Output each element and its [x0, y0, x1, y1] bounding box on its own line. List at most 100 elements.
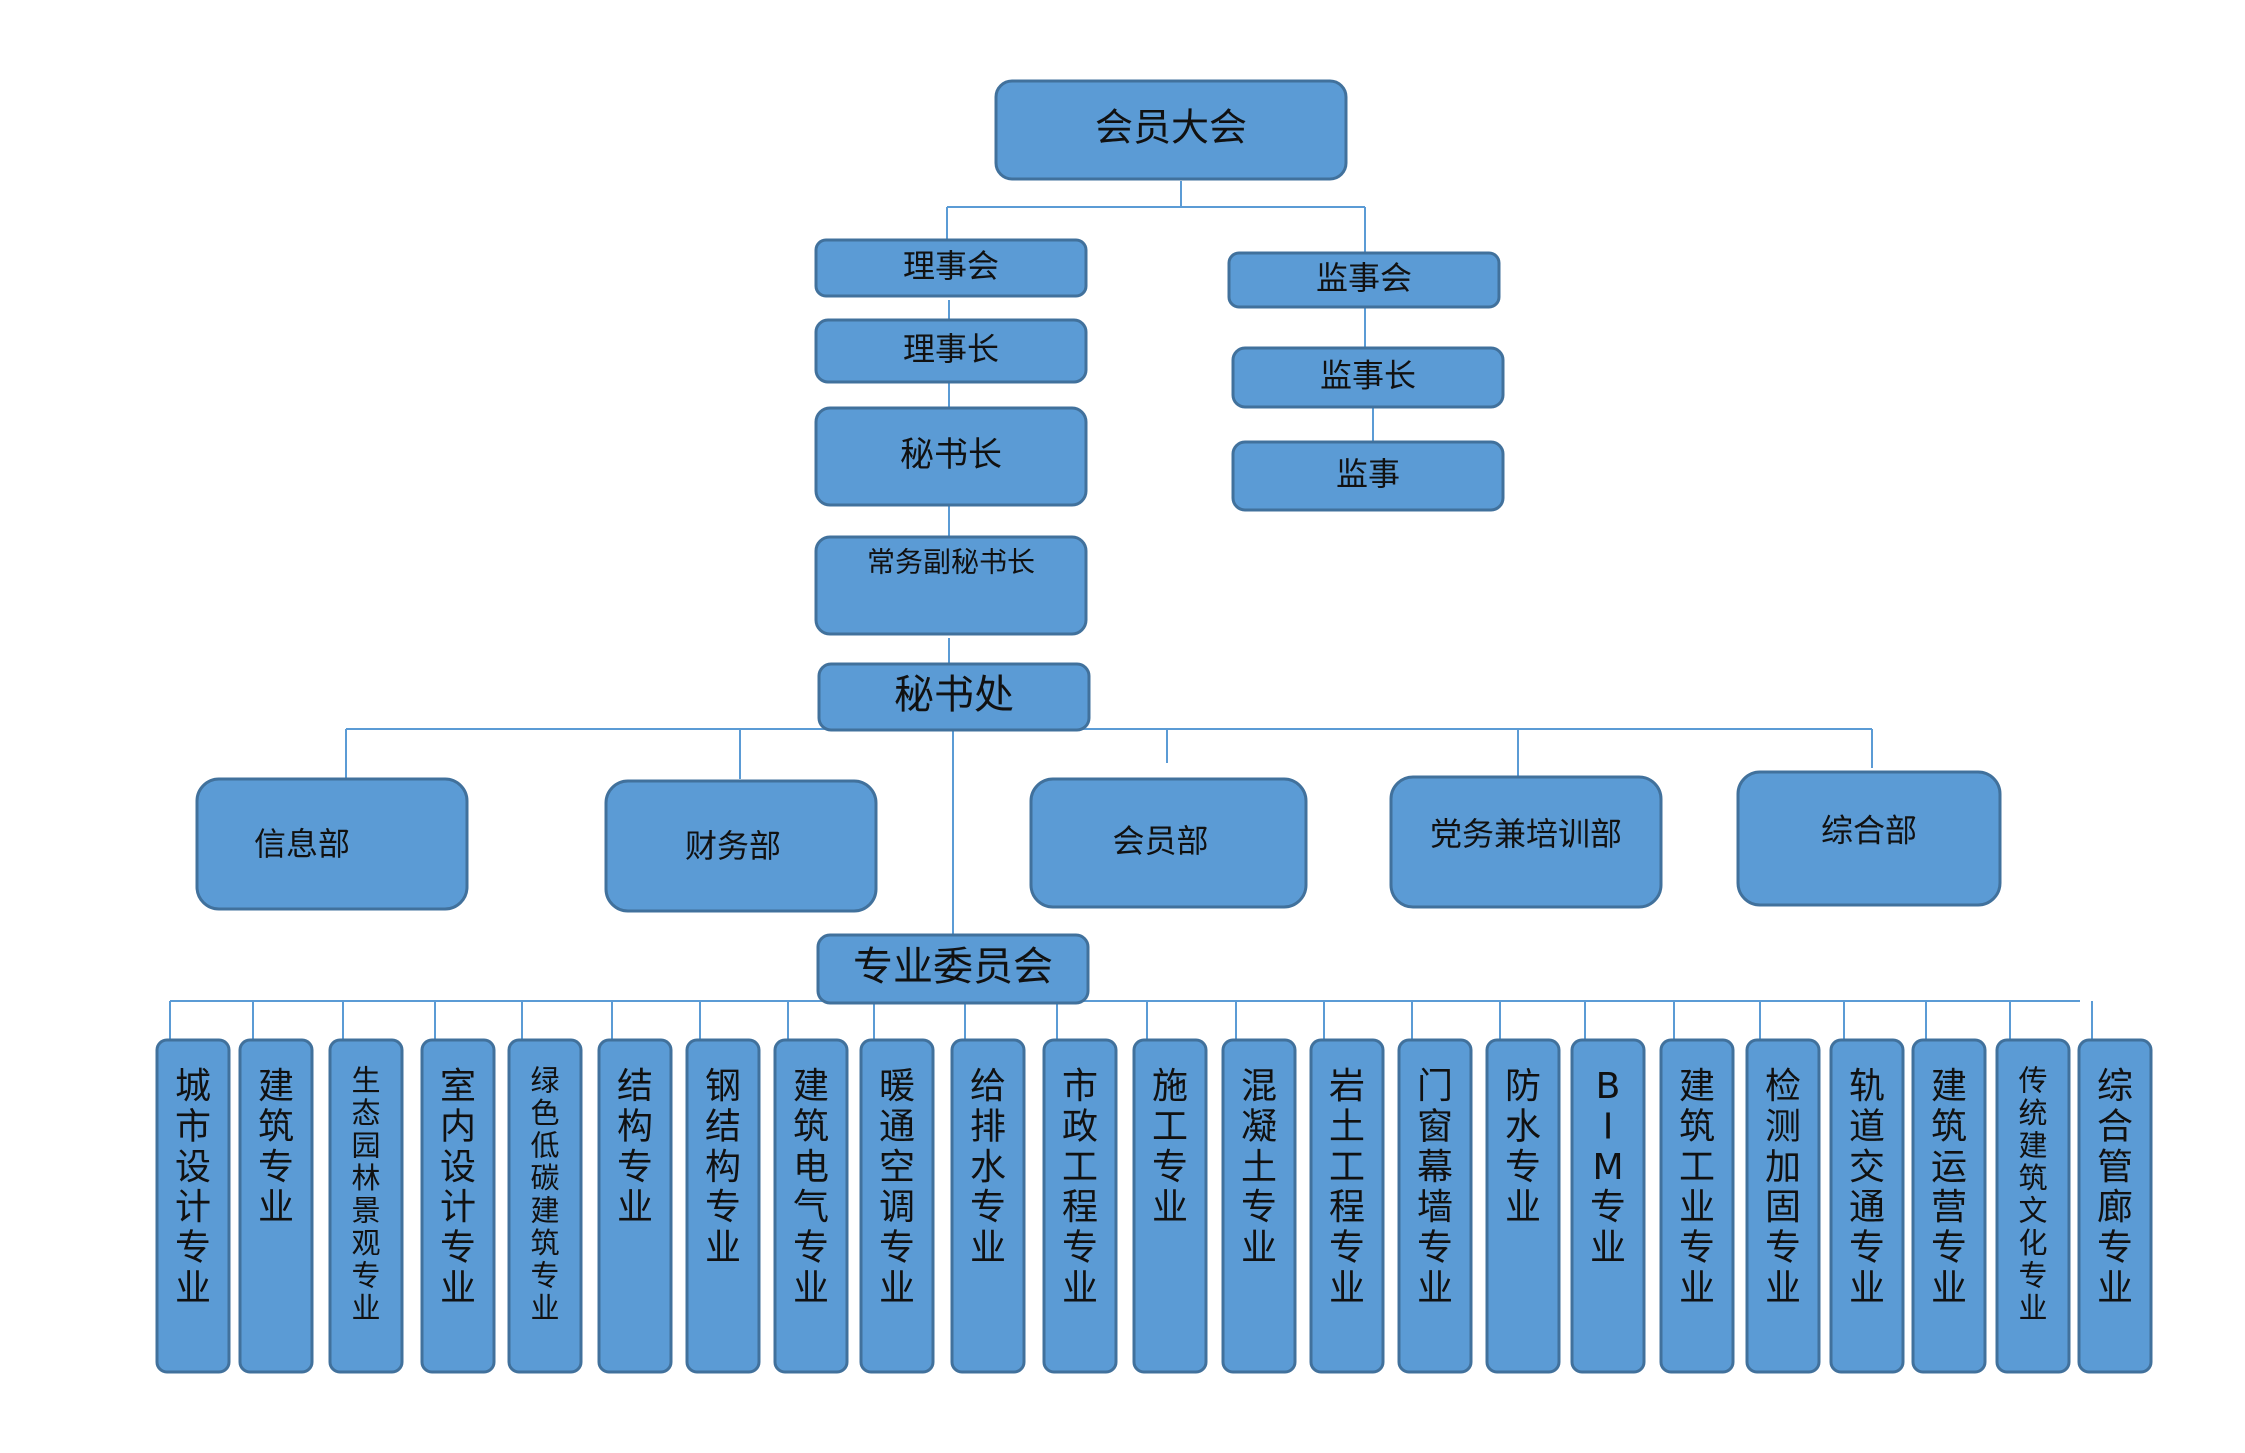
specialty-node-box	[773, 1038, 849, 1374]
specialty-node-label: 生态园林景观专业	[351, 1064, 380, 1325]
specialty-node-box	[2077, 1038, 2153, 1374]
specialty-node-label: 防水专业	[1505, 1066, 1541, 1228]
specialty-node-label: 传统建筑文化专业	[2018, 1064, 2047, 1325]
specialty-node: 建筑运营专业	[1911, 1038, 1987, 1374]
chief-supervisor-node-label: 监事长	[1320, 357, 1416, 395]
department-party-node-label: 党务兼培训部	[1430, 815, 1622, 853]
council-node-box	[814, 238, 1088, 298]
specialty-node: 暖通空调专业	[859, 1038, 935, 1374]
specialty-node-box	[1829, 1038, 1905, 1374]
specialty-node: 综合管廊专业	[2077, 1038, 2153, 1374]
specialty-node: 检测加固专业	[1745, 1038, 1821, 1374]
specialty-node: 岩土工程专业	[1309, 1038, 1385, 1374]
specialty-node-label: 建筑工业专业	[1679, 1066, 1715, 1309]
specialty-node-label: 混凝土专业	[1241, 1066, 1277, 1268]
supervisory-board-node-box	[1227, 251, 1501, 309]
specialty-node-box	[1397, 1038, 1473, 1374]
specialty-node: 城市设计专业	[155, 1038, 231, 1374]
department-general-node: 综合部	[1736, 770, 2002, 907]
specialty-node-box	[1570, 1038, 1646, 1374]
connector-lines	[169, 181, 2093, 1040]
specialty-node: 结构专业	[597, 1038, 673, 1374]
department-finance-node: 财务部	[604, 779, 878, 913]
specialty-node-box	[859, 1038, 935, 1374]
department-finance-node-box	[604, 779, 878, 913]
specialty-node-box	[1745, 1038, 1821, 1374]
specialty-node-label: 城市设计专业	[175, 1066, 211, 1309]
specialty-node-box	[685, 1038, 761, 1374]
secretary-general-node-box	[814, 406, 1088, 507]
specialty-node: 生态园林景观专业	[328, 1038, 404, 1374]
specialty-node: 市政工程专业	[1042, 1038, 1118, 1374]
specialty-node-box	[950, 1038, 1026, 1374]
department-info-node: 信息部	[195, 777, 469, 911]
specialty-node: 防水专业	[1485, 1038, 1561, 1374]
general-assembly-node-box	[994, 79, 1348, 181]
general-assembly-node: 会员大会	[994, 79, 1348, 181]
specialty-node: 施工专业	[1132, 1038, 1208, 1374]
chairman-node-box	[814, 318, 1088, 384]
specialty-node-label: 轨道交通专业	[1849, 1066, 1885, 1309]
secretary-general-node-label: 秘书长	[900, 435, 1002, 475]
specialty-node-label: 市政工程专业	[1062, 1066, 1098, 1309]
specialty-node-label: 综合管廊专业	[2097, 1066, 2133, 1309]
secretariat-node-box	[817, 662, 1091, 732]
department-member-node-label: 会员部	[1112, 822, 1208, 860]
specialty-node-box	[420, 1038, 496, 1374]
supervisory-board-node-label: 监事会	[1316, 259, 1412, 297]
council-node: 理事会	[814, 238, 1088, 298]
specialty-node-label: 建筑电气专业	[793, 1066, 829, 1309]
specialty-node-box	[1132, 1038, 1208, 1374]
specialty-node-label: 给排水专业	[970, 1066, 1006, 1268]
chief-supervisor-node: 监事长	[1231, 346, 1505, 409]
specialty-node: 室内设计专业	[420, 1038, 496, 1374]
specialty-node-box	[1995, 1038, 2071, 1374]
supervisor-node-label: 监事	[1336, 455, 1400, 493]
supervisor-node-box	[1231, 440, 1505, 512]
council-node-label: 理事会	[903, 247, 999, 285]
specialty-node: 建筑专业	[238, 1038, 314, 1374]
secretary-general-node: 秘书长	[814, 406, 1088, 507]
chairman-node: 理事长	[814, 318, 1088, 384]
department-info-node-box	[195, 777, 469, 911]
department-party-node: 党务兼培训部	[1389, 775, 1663, 909]
executive-deputy-node: 常务副秘书长	[814, 535, 1088, 636]
specialty-node-label: 检测加固专业	[1765, 1066, 1801, 1309]
specialty-node: 建筑电气专业	[773, 1038, 849, 1374]
specialty-node-label: 结构专业	[617, 1066, 653, 1228]
specialty-node: 绿色低碳建筑专业	[507, 1038, 583, 1374]
specialty-node-box	[328, 1038, 404, 1374]
specialty-node-box	[1485, 1038, 1561, 1374]
specialty-node: 门窗幕墙专业	[1397, 1038, 1473, 1374]
specialty-node: 混凝土专业	[1221, 1038, 1297, 1374]
specialty-node-label: 建筑专业	[258, 1066, 294, 1228]
secretariat-node: 秘书处	[817, 662, 1091, 732]
specialty-node-box	[507, 1038, 583, 1374]
specialty-node-box	[1221, 1038, 1297, 1374]
specialty-node-box	[1659, 1038, 1735, 1374]
specialty-node-box	[1042, 1038, 1118, 1374]
department-member-node: 会员部	[1029, 777, 1308, 909]
department-party-node-box	[1389, 775, 1663, 909]
chairman-node-label: 理事长	[903, 330, 999, 368]
supervisor-node: 监事	[1231, 440, 1505, 512]
specialty-node-label: 钢结构专业	[705, 1066, 741, 1268]
specialty-node-box	[155, 1038, 231, 1374]
specialty-node-label: 施工专业	[1152, 1066, 1188, 1228]
specialty-node: 给排水专业	[950, 1038, 1026, 1374]
committee-node-box	[816, 933, 1090, 1005]
specialty-node: 钢结构专业	[685, 1038, 761, 1374]
specialty-node-box	[1309, 1038, 1385, 1374]
department-member-node-box	[1029, 777, 1308, 909]
secretariat-node-label: 秘书处	[894, 672, 1014, 718]
committee-node-label: 专业委员会	[853, 944, 1053, 990]
specialty-node: 轨道交通专业	[1829, 1038, 1905, 1374]
committee-node: 专业委员会	[816, 933, 1090, 1005]
specialty-node-label: 室内设计专业	[440, 1066, 476, 1309]
department-finance-node-label: 财务部	[685, 827, 781, 865]
supervisory-board-node: 监事会	[1227, 251, 1501, 309]
